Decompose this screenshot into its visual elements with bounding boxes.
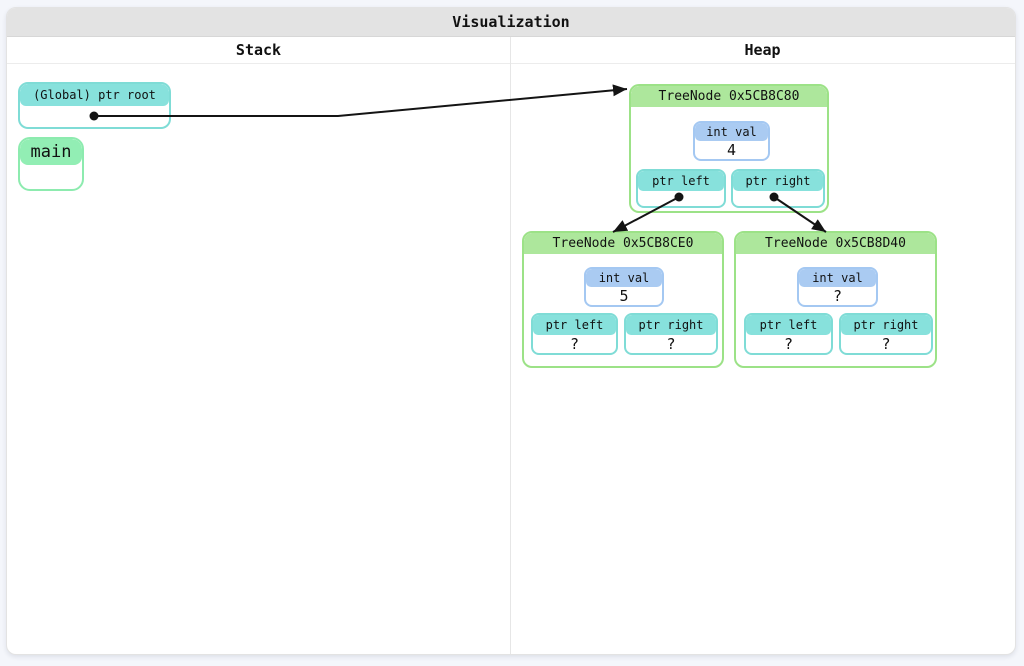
global-root-label: (Global) ptr root	[20, 84, 169, 106]
root-int-val-value: 4	[726, 141, 737, 159]
left-child-ptr-right-label: ptr right	[626, 315, 716, 335]
heap-node-right-child: TreeNode 0x5CB8D40 int val ? ptr left ? …	[734, 231, 937, 368]
root-ptr-right-label: ptr right	[733, 171, 823, 191]
right-child-ptr-left-label: ptr left	[746, 315, 831, 335]
heap-node-root: TreeNode 0x5CB8C80 int val 4 ptr left pt…	[629, 84, 829, 213]
left-child-int-val-field: int val 5	[584, 267, 664, 307]
left-child-int-val-label: int val	[586, 269, 662, 287]
right-child-ptr-right-label: ptr right	[841, 315, 931, 335]
right-child-ptr-left-field: ptr left ?	[744, 313, 833, 355]
visualization-window: Visualization Stack Heap (Global) ptr ro…	[6, 7, 1016, 655]
root-ptr-left-label: ptr left	[638, 171, 724, 191]
main-frame-label: main	[20, 139, 82, 165]
left-child-ptr-left-label: ptr left	[533, 315, 616, 335]
root-ptr-right-field: ptr right	[731, 169, 825, 208]
left-child-ptr-right-field: ptr right ?	[624, 313, 718, 355]
right-child-int-val-field: int val ?	[797, 267, 878, 307]
heap-node-left-child: TreeNode 0x5CB8CE0 int val 5 ptr left ? …	[522, 231, 724, 368]
window-title: Visualization	[452, 13, 570, 31]
window-titlebar: Visualization	[7, 8, 1015, 37]
root-int-val-label: int val	[695, 123, 768, 141]
column-divider	[510, 37, 511, 654]
stack-column-header: Stack	[235, 41, 282, 59]
left-child-ptr-left-value: ?	[569, 335, 580, 353]
heap-node-root-title: TreeNode 0x5CB8C80	[631, 86, 827, 107]
right-child-int-val-label: int val	[799, 269, 876, 287]
heap-column-header: Heap	[744, 41, 781, 59]
root-ptr-right-value	[733, 191, 823, 206]
stack-global-root-pointer: (Global) ptr root	[18, 82, 171, 129]
left-child-ptr-left-field: ptr left ?	[531, 313, 618, 355]
right-child-ptr-left-value: ?	[783, 335, 794, 353]
column-headers: Stack Heap	[7, 37, 1015, 64]
left-child-title: TreeNode 0x5CB8CE0	[524, 233, 722, 254]
left-child-ptr-right-value: ?	[666, 335, 676, 353]
root-int-val-field: int val 4	[693, 121, 770, 161]
right-child-ptr-right-field: ptr right ?	[839, 313, 933, 355]
stack-frame-main: main	[18, 137, 84, 191]
left-child-int-val-value: 5	[619, 287, 629, 305]
right-child-ptr-right-value: ?	[881, 335, 891, 353]
arrow-root-to-node	[94, 84, 628, 117]
root-ptr-left-value	[638, 191, 724, 206]
right-child-title: TreeNode 0x5CB8D40	[736, 233, 935, 254]
right-child-int-val-value: ?	[832, 287, 843, 305]
root-ptr-left-field: ptr left	[636, 169, 726, 208]
